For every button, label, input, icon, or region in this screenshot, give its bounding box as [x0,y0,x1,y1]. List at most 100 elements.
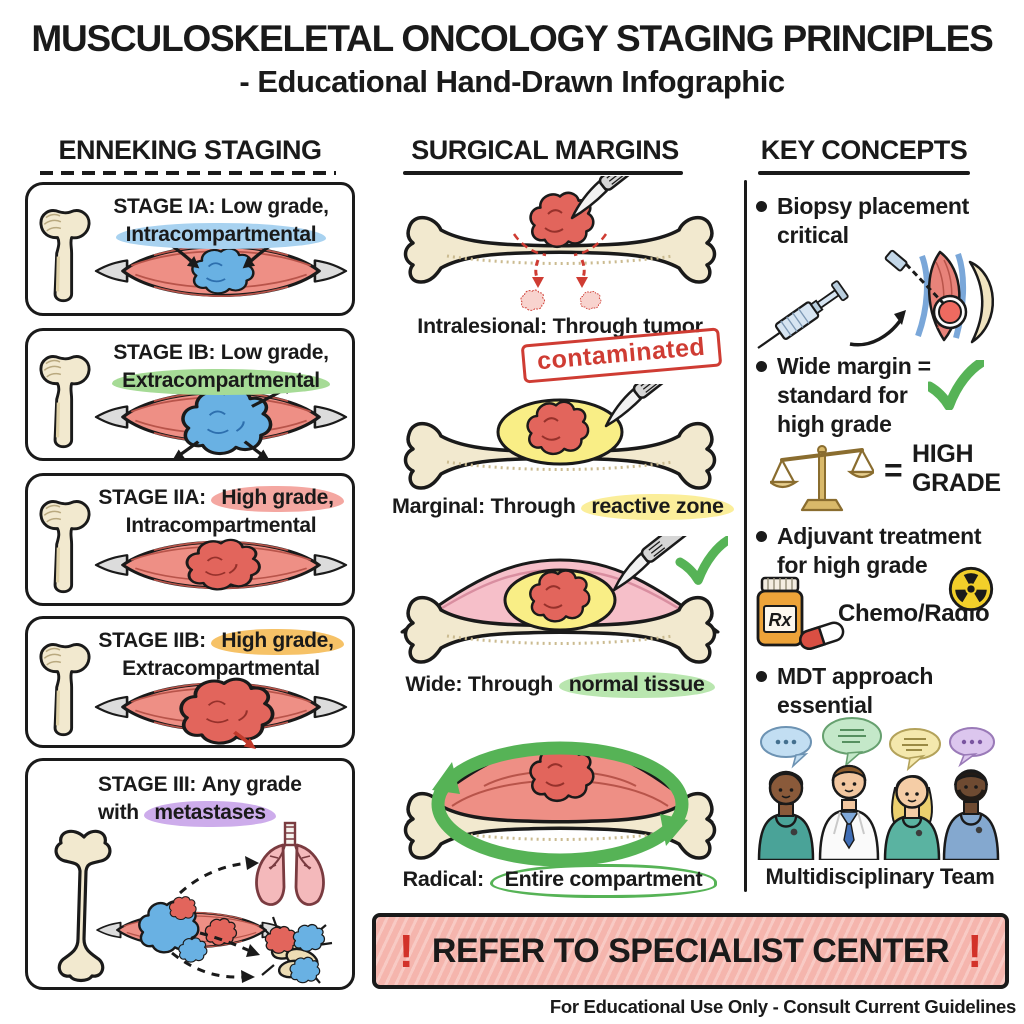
stage-label: STAGE IA: [113,195,216,218]
bullet-line: essential [777,692,873,718]
exclamation-icon: ! [967,925,983,977]
highlight-normal-tissue: normal tissue [558,672,715,698]
stage-grade: Any grade [201,773,302,796]
margin-name: Radical: [402,867,485,891]
grade-line: HIGH [912,440,974,468]
stage-ib-box: STAGE IB: Low grade, Extracompartmental [25,328,355,461]
clinician-4 [942,769,1000,860]
wide-label: Wide: Through normal tissue [392,672,728,698]
check-icon [928,360,984,410]
bullet-dot [756,671,767,682]
stage-iii-box: STAGE III: Any grade with metastases [25,758,355,990]
femur-bone-icon [39,642,91,737]
stage-grade: Low grade, [220,195,329,218]
circled-entire-compartment: Entire compartment [489,864,718,898]
margin-desc: Through [490,494,576,518]
biopsy-illustration [751,249,995,356]
highlight-intracompartmental: Intracompartmental [115,223,327,249]
femur-bone-icon [39,208,91,303]
bullet-biopsy: Biopsy placement critical [756,192,1012,250]
intralesional-margin-illustration [403,176,717,311]
bullet-adjuvant: Adjuvant treatment for high grade [756,522,1012,580]
metastasis-spread-illustration [54,821,333,984]
highlight-high-grade: High grade, [211,486,344,512]
margin-desc: Through [467,672,553,696]
long-bone-icon [54,829,112,983]
highlight-metastases: metastases [144,801,276,827]
stage-label: STAGE IIB: [98,629,206,652]
enneking-underline [40,171,336,175]
highlight-reactive-zone: reactive zone [581,494,734,520]
margin-name: Marginal: [392,494,485,518]
stage-iib-box: STAGE IIB: High grade, Extracompartmenta… [25,616,355,749]
bullet-wide-margin: Wide margin = standard for high grade [756,352,1012,439]
high-grade-label: HIGH GRADE [912,440,1001,498]
syringe-icon [751,279,850,356]
bullet-dot [756,531,767,542]
bullet-line: for high grade [777,552,928,578]
speech-bubble-purple-icon [949,727,995,768]
margin-name: Wide: [405,672,463,696]
bullet-line: Adjuvant treatment [777,523,982,549]
radical-label: Radical: Entire compartment [392,864,728,898]
stage-iii-title: STAGE III: Any grade with metastases [98,771,354,827]
grade-line: GRADE [912,469,1001,497]
highlight-extracompartmental: Extracompartmental [112,369,330,395]
biopsy-cross-section-icon [884,249,995,344]
clinician-2 [818,764,880,860]
page-subtitle: - Educational Hand-Drawn Infographic [239,64,785,99]
equals-sign: = [884,452,903,488]
bullet-mdt: MDT approach essential [756,662,1012,720]
pill-bottle-icon: Rx [756,576,804,647]
radiation-icon [948,566,994,612]
speech-bubble-blue-icon [760,726,812,769]
bullet-dot [756,201,767,212]
bullet-line: MDT approach [777,663,934,689]
femur-bone-icon [39,499,91,594]
exclamation-icon: ! [398,925,414,977]
clinician-3 [883,774,941,860]
stage-label: STAGE IIA: [98,486,206,509]
lymph-nodes-icon [259,916,333,984]
clinician-1 [757,770,815,860]
disclaimer-text: For Educational Use Only - Consult Curre… [549,996,1016,1017]
stage-ia-box: STAGE IA: Low grade, Intracompartmental [25,182,355,316]
stage-ib-title: STAGE IB: Low grade, Extracompartmental [92,339,350,395]
margins-underline [403,171,683,175]
refer-banner-text: REFER TO SPECIALIST CENTER [431,931,950,970]
bullet-line: Wide margin = [777,353,931,379]
margin-name: Intralesional: [417,314,547,338]
stage-ia-title: STAGE IA: Low grade, Intracompartmental [92,193,350,249]
muscle-high-grade-tumor-illustration [94,538,348,591]
stage-label: STAGE IB: [113,341,216,364]
column-divider [744,180,747,892]
stage-compartment: Intracompartmental [125,514,317,537]
key-concepts-underline [758,171,970,175]
radical-margin-illustration [403,741,717,866]
speech-bubble-yellow-icon [889,728,941,772]
speech-bubble-green-icon [822,717,882,768]
lungs-icon [255,821,325,906]
mdt-caption: Multidisciplinary Team [765,864,995,889]
stage-iib-title: STAGE IIB: High grade, Extracompartmenta… [92,627,350,683]
stage-iia-title: STAGE IIA: High grade, Intracompartmenta… [92,484,350,540]
highlight-high-grade: High grade, [211,629,344,655]
stage-iia-box: STAGE IIA: High grade, Intracompartmenta… [25,473,355,606]
bullet-line: Biopsy placement [777,193,970,219]
radical-circle-arrow [431,741,689,866]
bullet-line: standard for [777,382,908,408]
medication-icons: Rx [756,576,845,651]
margins-header: SURGICAL MARGINS [411,135,679,165]
page-title: MUSCULOSKELETAL ONCOLOGY STAGING PRINCIP… [31,18,993,59]
bullet-line: critical [777,222,849,248]
intralesional-label: Intralesional: Through tumor [392,314,728,339]
marginal-margin-illustration [403,384,717,490]
rx-label: Rx [768,610,792,630]
capsule-icon [799,621,845,651]
refer-banner: ! REFER TO SPECIALIST CENTER ! [372,913,1009,989]
stage-label: STAGE III: [98,773,197,796]
stage-compartment: Extracompartmental [122,657,320,680]
stage-grade: Low grade, [220,341,329,364]
marginal-label: Marginal: Through reactive zone [392,494,734,520]
